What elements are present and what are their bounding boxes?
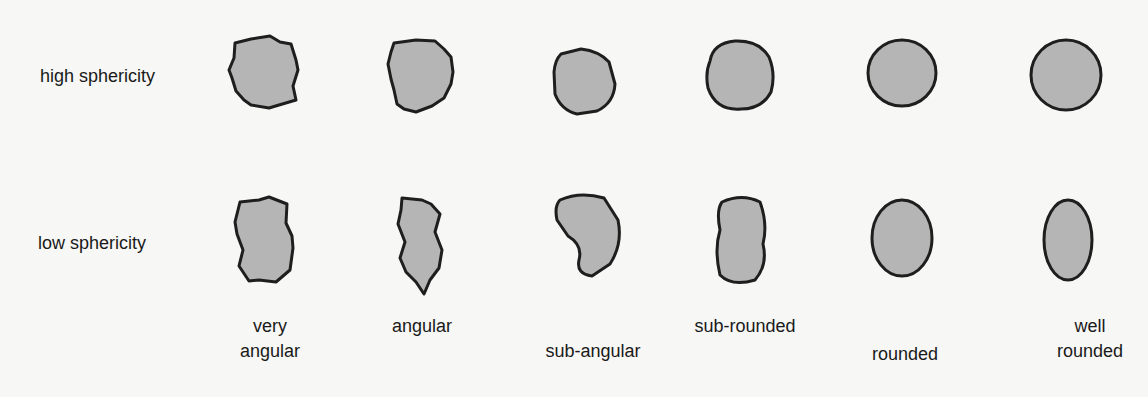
grain-angular-low (398, 198, 442, 294)
grain-sub-angular-high (554, 49, 615, 114)
column-label: rounded (872, 342, 938, 367)
row-label: high sphericity (40, 64, 155, 89)
grain-well-rounded-low (1044, 200, 1092, 280)
grain-very-angular-high (229, 36, 298, 108)
column-label: sub-rounded (694, 314, 795, 339)
grain-sub-rounded-low (717, 198, 765, 283)
column-label: angular (392, 314, 452, 339)
grain-well-rounded-high (1031, 40, 1101, 110)
column-label: sub-angular (545, 339, 640, 364)
grain-rounded-low (872, 200, 932, 276)
grain-sub-angular-low (556, 195, 619, 276)
column-label: well rounded (1048, 314, 1132, 364)
grain-rounded-high (868, 40, 936, 106)
grain-sub-rounded-high (707, 41, 773, 109)
row-label: low sphericity (38, 231, 146, 256)
grain-angular-high (388, 40, 453, 112)
grain-very-angular-low (235, 197, 293, 282)
column-label: very angular (228, 314, 312, 364)
